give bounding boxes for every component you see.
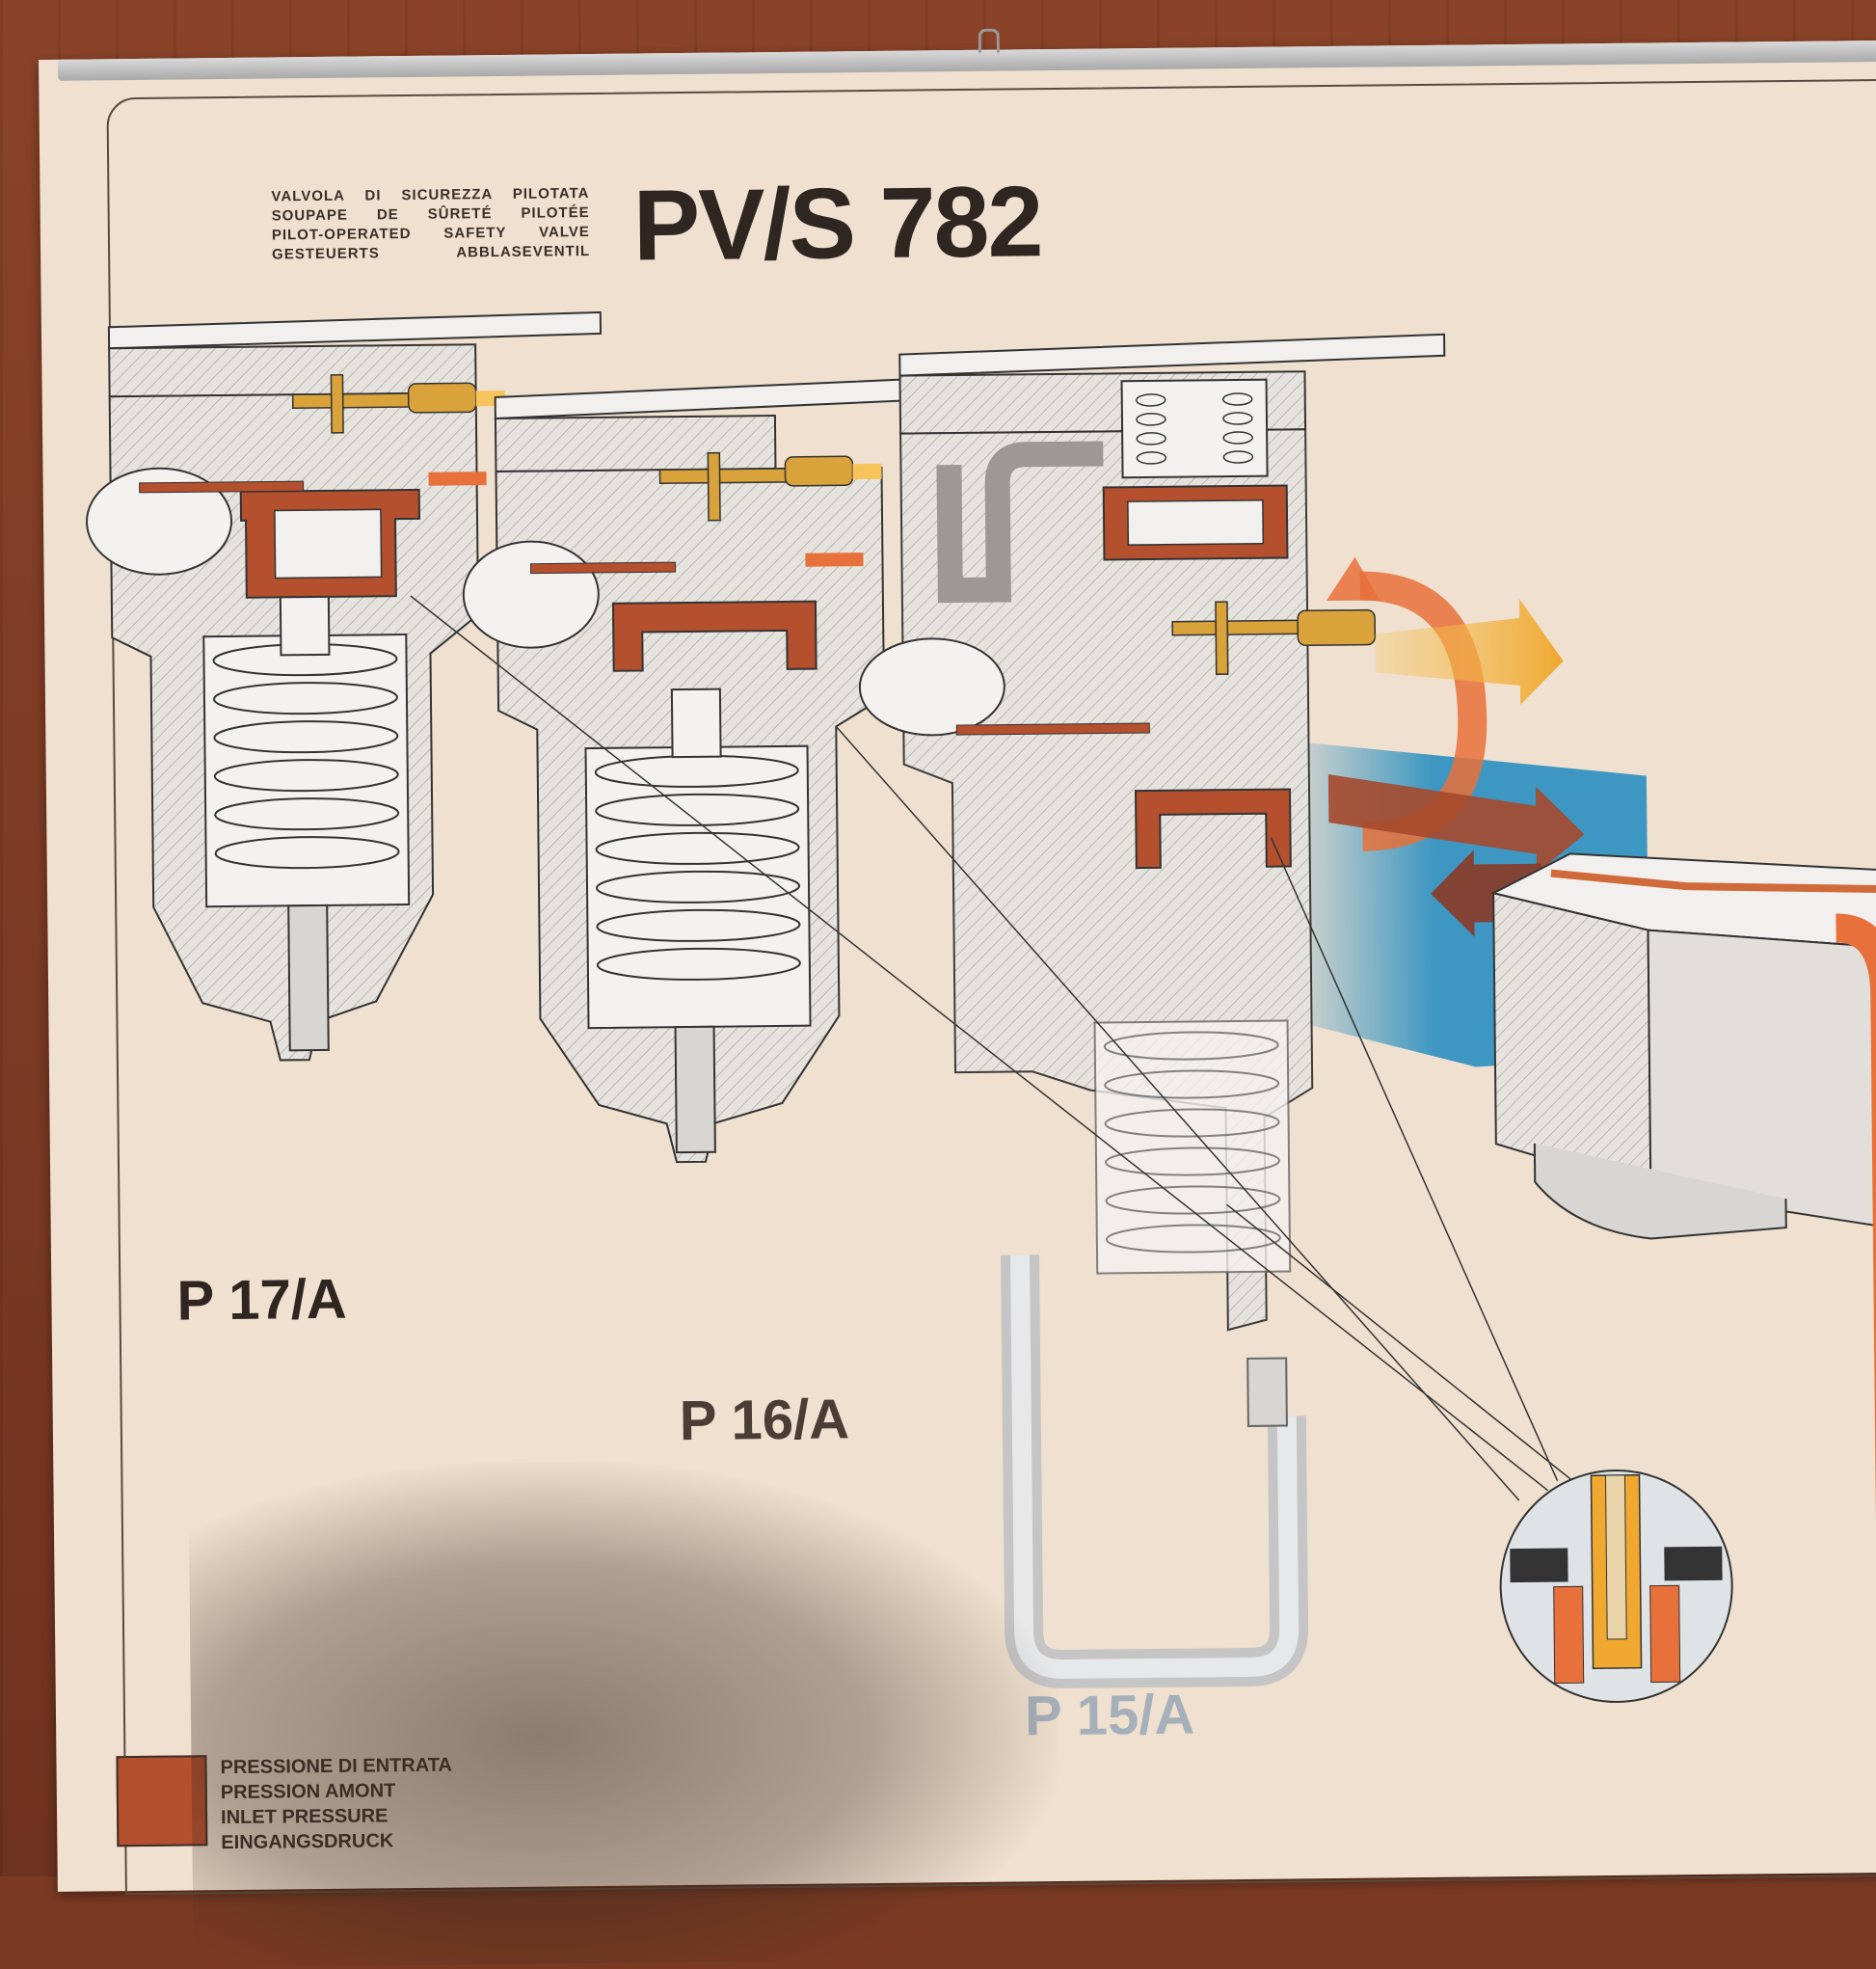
- legend-line-french: PRESSION AMONT: [220, 1780, 396, 1804]
- legend-swatch-inlet-pressure: [116, 1755, 208, 1848]
- model-label-p15: P 15/A: [1024, 1683, 1195, 1748]
- valve-p16-drawing: [462, 377, 930, 1164]
- legend-line-italian: PRESSIONE DI ENTRATA: [220, 1754, 453, 1779]
- leader-lines: [410, 595, 1597, 1501]
- valve-p15-drawing: [858, 333, 1446, 1688]
- poster: VALVOLA DI SICUREZZA PILOTATA SOUPAPE DE…: [39, 28, 1876, 1968]
- legend-line-english: INLET PRESSURE: [220, 1805, 389, 1829]
- legend-line-german: EINGANGSDRUCK: [221, 1830, 394, 1854]
- valve-p17-drawing: [86, 310, 603, 1062]
- pressure-block: [1490, 852, 1876, 1854]
- model-label-p17: P 17/A: [176, 1267, 348, 1333]
- detail-magnifier: [1499, 1469, 1733, 1703]
- flow-arrows: [1326, 556, 1585, 937]
- valve-diagrams: [86, 310, 1876, 1854]
- legend-text: PRESSIONE DI ENTRATA PRESSION AMONT INLE…: [220, 1753, 452, 1856]
- model-label-p16: P 16/A: [679, 1388, 850, 1453]
